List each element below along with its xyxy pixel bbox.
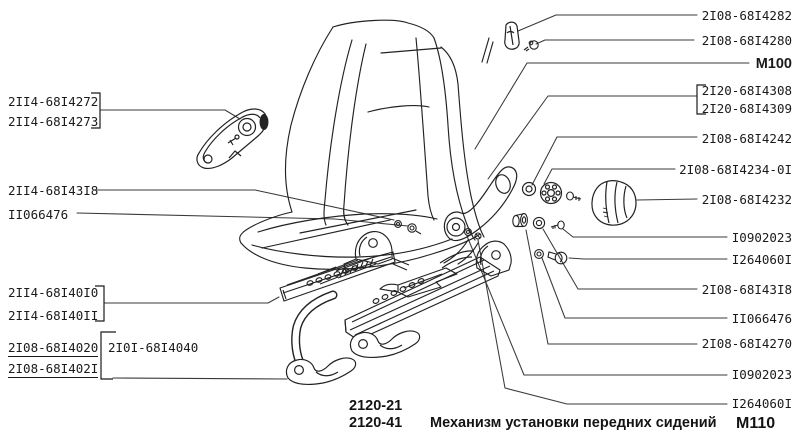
part-label: 2I08-68I4270	[701, 336, 792, 351]
flat-washer-part	[532, 216, 546, 230]
bolt-part	[547, 251, 568, 265]
part-label: 2I08-68I4280	[701, 33, 792, 48]
part-label: I264060I	[731, 396, 792, 411]
part-label: 2I20-68I4309	[701, 101, 792, 116]
part-label: II066476	[8, 207, 69, 222]
rail-fastener-nut	[407, 223, 422, 235]
model-number-bottom: 2120-41	[349, 415, 403, 431]
seat-illustration	[239, 19, 494, 270]
part-label: 2I08-68I4282	[701, 8, 792, 23]
upper-rail-part	[279, 230, 410, 302]
part-label: 2II4-68I4273	[8, 114, 99, 129]
foot-bracket-rear-part	[349, 330, 421, 359]
model-number-top: 2120-21	[349, 398, 403, 414]
pivot-washer	[464, 228, 472, 236]
label-brackets	[91, 84, 706, 380]
part-label: 2I08-68I4234-0I	[679, 162, 792, 177]
diagram-title: Механизм установки передних сидений	[430, 415, 717, 431]
part-label: 2II4-68I4272	[8, 94, 99, 109]
part-label: I0902023	[731, 230, 792, 245]
part-label: II066476	[731, 311, 792, 326]
backrest-screw-part	[523, 40, 539, 52]
part-label: 2I08-68I4242	[701, 131, 792, 146]
gear-part	[539, 181, 563, 205]
rail-fastener-washer	[394, 220, 402, 228]
lower-rail-part	[344, 240, 512, 341]
part-label: 2I08-68I4020	[8, 340, 99, 358]
washer-ring-part	[521, 181, 537, 197]
bushing-part	[512, 213, 528, 228]
small-screw-part	[550, 220, 565, 230]
part-label: 2I08-68I402I	[8, 361, 99, 379]
section-number: М110	[736, 415, 776, 432]
gear-screw-part	[566, 191, 582, 201]
part-label: 2I0I-68I4040	[108, 340, 199, 355]
part-label: I264060I	[731, 252, 792, 267]
backrest-clip-part	[504, 21, 520, 50]
recliner-arm-part	[443, 166, 518, 242]
part-label: 2I20-68I4308	[701, 83, 792, 98]
part-label: 2II4-68I43I8	[8, 183, 99, 198]
foot-bracket-front-part	[285, 357, 357, 386]
section-ref-label: М100	[755, 56, 792, 72]
part-label: I0902023	[731, 367, 792, 382]
part-label: 2I08-68I43I8	[701, 282, 792, 297]
nut-part	[534, 249, 544, 259]
part-label: 2I08-68I4232	[701, 192, 792, 207]
leader-lines	[76, 14, 750, 405]
side-plate-part	[196, 108, 268, 170]
handle-tube-part	[291, 290, 338, 372]
pivot-screw	[474, 232, 482, 240]
part-label: 2II4-68I40II	[8, 308, 99, 323]
part-label: 2II4-68I40I0	[8, 285, 99, 300]
adjuster-knob-part	[591, 180, 637, 226]
